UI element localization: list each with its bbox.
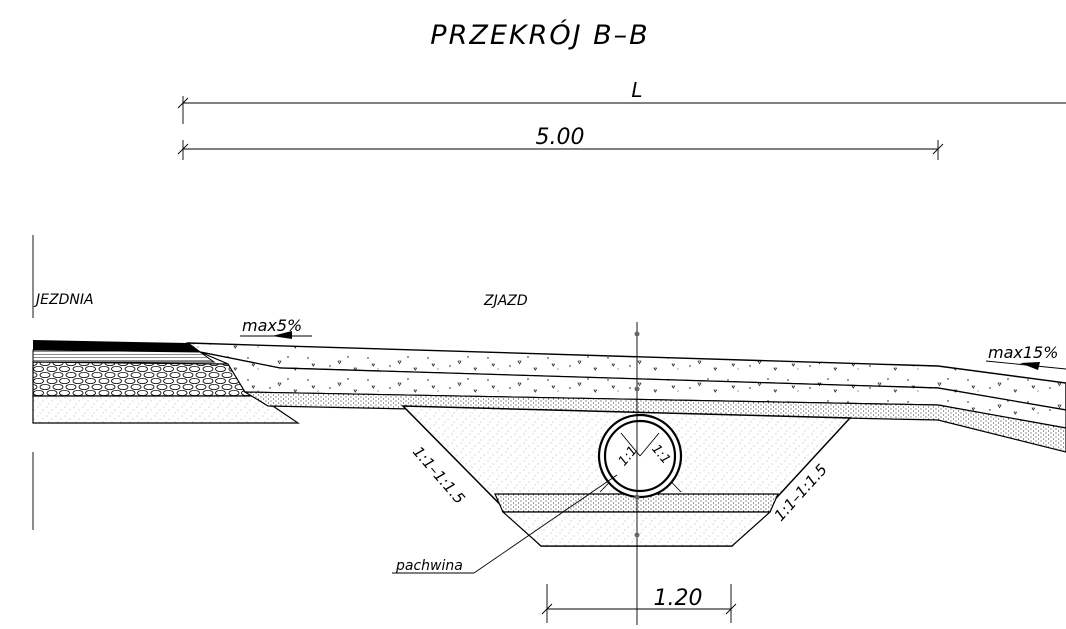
grade-left-label: max5% xyxy=(242,316,302,335)
roadway-layers xyxy=(32,340,300,424)
dimension-l: L xyxy=(177,78,1066,124)
grade-right: max15% xyxy=(985,343,1066,370)
dimension-l-label: L xyxy=(631,78,642,102)
roadway-label: JEZDNIA xyxy=(33,292,94,308)
haunch-leader: pachwina xyxy=(392,474,618,574)
dimension-width: 5.00 xyxy=(177,125,944,160)
drawing-title: PRZEKRÓJ B–B xyxy=(430,19,649,51)
haunch-label: pachwina xyxy=(395,558,463,574)
pipe: 1:1 1:1 xyxy=(597,413,683,499)
driveway-label: ZJAZD xyxy=(483,293,528,309)
grade-left: max5% xyxy=(240,316,312,339)
dimension-trench-bottom-label: 1.20 xyxy=(654,586,703,611)
grade-right-label: max15% xyxy=(988,343,1058,362)
dimension-width-label: 5.00 xyxy=(536,125,585,150)
dimension-trench-bottom: 1.20 xyxy=(541,584,737,623)
